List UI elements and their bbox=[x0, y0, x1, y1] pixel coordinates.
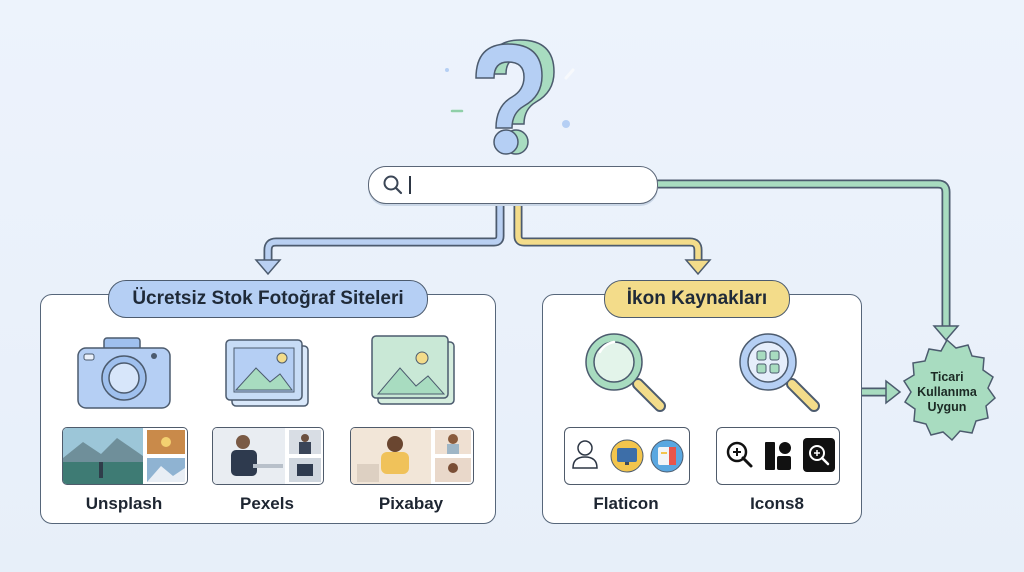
seal-shape bbox=[902, 338, 996, 442]
photo-sites-title: Ücretsiz Stok Fotoğraf Siteleri bbox=[108, 280, 428, 318]
pexels-preview bbox=[212, 427, 324, 485]
user-icon bbox=[572, 440, 598, 469]
icons8-preview bbox=[716, 427, 840, 485]
search-caret bbox=[409, 176, 411, 194]
business-photo-icon bbox=[213, 428, 321, 484]
image-stack-icon bbox=[225, 339, 309, 407]
badge-line-2: Kullanıma bbox=[917, 385, 977, 399]
lifestyle-photo-icon bbox=[351, 428, 471, 484]
monitor-icon bbox=[610, 439, 644, 473]
search-bar[interactable] bbox=[368, 166, 658, 204]
magnifier-icon bbox=[585, 333, 666, 412]
camera-icon bbox=[77, 337, 171, 409]
label-flaticon: Flaticon bbox=[593, 494, 659, 513]
badge-line-3: Uygun bbox=[927, 400, 967, 414]
flat-icons-sample bbox=[572, 439, 684, 473]
badge-line-1: Ticari bbox=[930, 370, 964, 384]
badge-text: Ticari Kullanıma Uygun bbox=[907, 370, 987, 415]
label-pexels: Pexels bbox=[240, 494, 294, 513]
icons8-logo-icon bbox=[765, 442, 791, 470]
flaticon-preview bbox=[564, 427, 690, 485]
book-icon bbox=[650, 439, 684, 473]
search-square-icon bbox=[803, 438, 835, 472]
unsplash-preview bbox=[62, 427, 188, 485]
image-icon bbox=[371, 335, 455, 405]
landscape-photo-icon bbox=[63, 428, 185, 484]
label-pixabay: Pixabay bbox=[378, 494, 444, 513]
pixabay-preview bbox=[350, 427, 474, 485]
label-unsplash: Unsplash bbox=[85, 494, 163, 513]
zoom-in-icon bbox=[726, 441, 753, 468]
label-icons8: Icons8 bbox=[750, 494, 804, 513]
icon-sources-title: İkon Kaynakları bbox=[604, 280, 790, 318]
icons8-icons-sample bbox=[726, 438, 835, 472]
search-icon bbox=[383, 175, 403, 195]
magnifier-grid-icon bbox=[739, 333, 820, 412]
